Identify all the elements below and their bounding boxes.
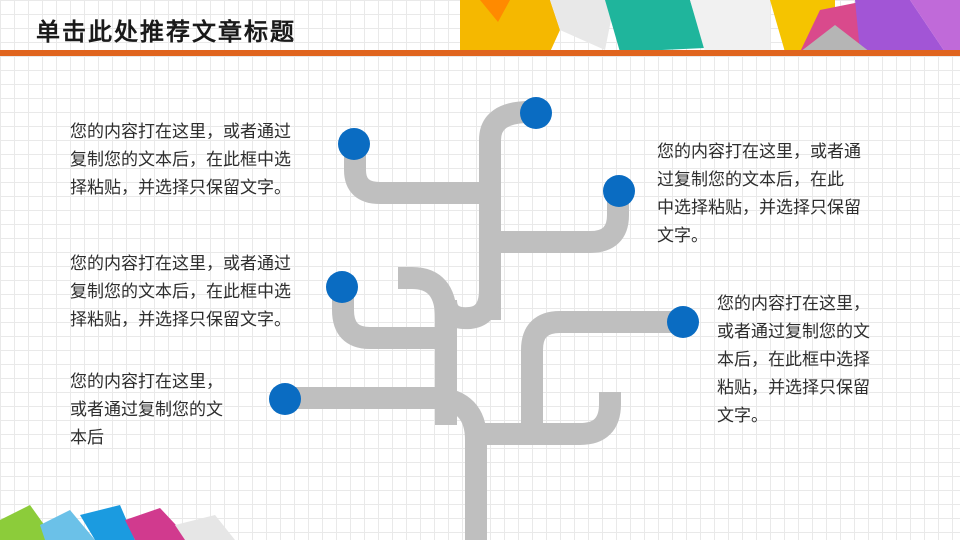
node-right-bottom bbox=[667, 306, 699, 338]
text-right-bottom: 您的内容打在这里， 或者通过复制您的文 本后，在此框中选择 粘贴，并选择只保留 … bbox=[717, 294, 870, 426]
node-right-top bbox=[603, 175, 635, 207]
title-underline bbox=[0, 50, 960, 56]
branch-hook-join bbox=[435, 289, 501, 330]
node-left-top bbox=[338, 128, 370, 160]
branch-right-bottom-curve bbox=[476, 392, 621, 445]
decorative-tiles-bottom-left bbox=[0, 505, 235, 540]
page-title: 单击此处推荐文章标题 bbox=[36, 18, 296, 46]
node-left-middle bbox=[326, 271, 358, 303]
text-left-top: 您的内容打在这里，或者通过 复制您的文本后，在此框中选 择粘贴，并选择只保留文字… bbox=[70, 122, 291, 198]
branch-right-top bbox=[490, 192, 629, 253]
text-left-bottom: 您的内容打在这里， 或者通过复制您的文 本后 bbox=[70, 372, 223, 448]
branch-left-middle bbox=[332, 288, 446, 349]
node-top-center bbox=[520, 97, 552, 129]
branch-left-top bbox=[344, 144, 490, 204]
text-left-middle: 您的内容打在这里，或者通过 复制您的文本后，在此框中选 择粘贴，并选择只保留文字… bbox=[70, 254, 291, 330]
text-right-top: 您的内容打在这里，或者通 过复制您的文本后，在此 中选择粘贴，并选择只保留 文字… bbox=[657, 142, 861, 246]
branch-center-top bbox=[479, 101, 531, 320]
branch-right-bottom bbox=[521, 311, 680, 440]
decorative-tiles-top-right bbox=[460, 0, 960, 52]
node-left-bottom bbox=[269, 383, 301, 415]
